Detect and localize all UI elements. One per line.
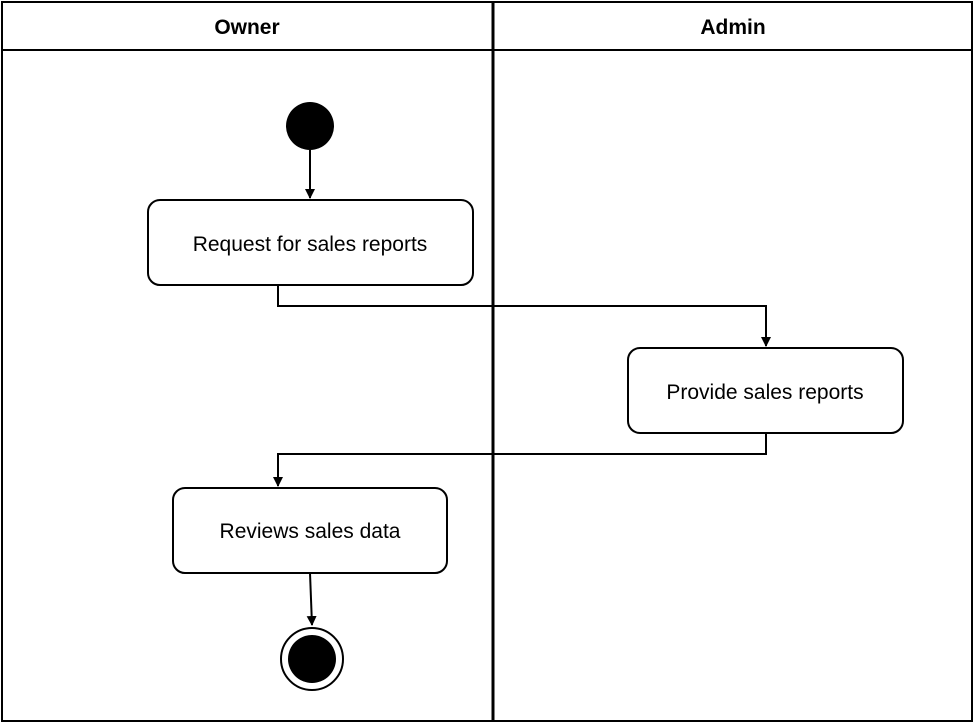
action-request-label: Request for sales reports [193,233,428,256]
action-review-box [172,487,448,574]
action-provide-label: Provide sales reports [666,381,863,404]
lane-title-owner: Owner [214,16,279,39]
action-request-box [147,199,474,286]
final-node [280,627,344,691]
action-provide-box [627,347,904,434]
flow-request-to-provide [277,285,771,347]
flow-provide-to-review [273,433,767,487]
initial-node [286,102,334,150]
action-review-label: Reviews sales data [220,520,401,543]
lane-title-admin: Admin [700,16,765,39]
flow-review-to-end [306,572,317,626]
